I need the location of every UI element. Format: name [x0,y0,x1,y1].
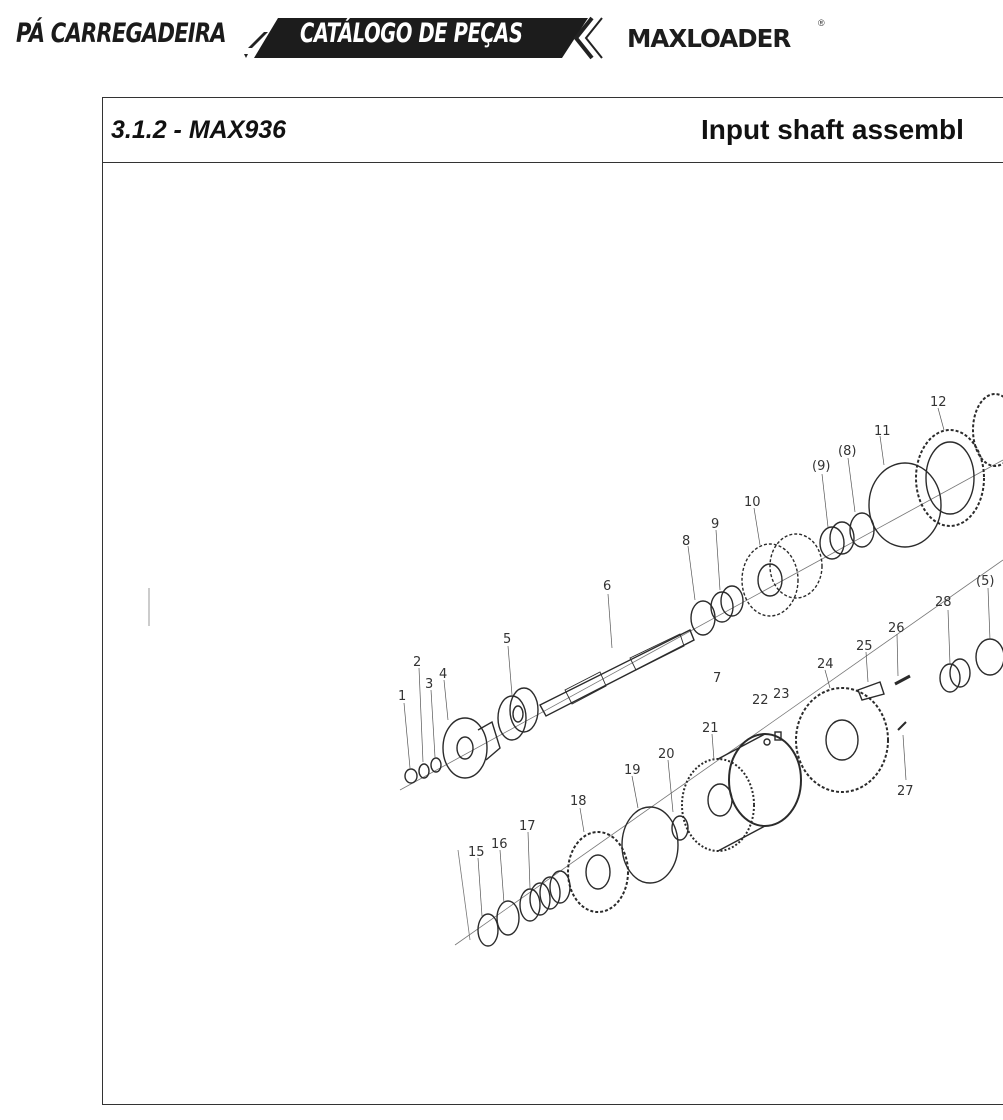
callout-11: 11 [874,424,891,439]
part-spring [519,870,571,922]
diagram-frame: 3.1.2 - MAX936 Input shaft assembl [102,97,1003,1105]
callout-27: 27 [897,784,914,799]
upper-axis-line [399,459,1003,791]
registered-mark: ® [818,18,825,28]
part-ring-gear [915,429,985,527]
part-bearing-small [710,585,744,623]
callout-2: 2 [413,655,421,670]
callout-15: 15 [468,845,485,860]
callout-22: 22 [752,693,769,708]
chevron-decoration [573,16,594,60]
title-row: 3.1.2 - MAX936 Input shaft assembl [103,98,1003,163]
part-o-ring [621,806,679,884]
callout-9: 9 [711,517,719,532]
part-lower-snap-ring [477,913,499,947]
part-input-shaft [539,629,695,717]
section-code: 3.1.2 - MAX936 [111,116,287,144]
part-retaining-ring [868,462,942,548]
callout-8-repeat: (8) [838,444,856,459]
banner-background [254,18,588,58]
callout-4: 4 [439,667,447,682]
page-title: Input shaft assembl [701,114,964,145]
brand-logo: MAXLOADER [627,24,791,53]
callout-20: 20 [658,747,675,762]
callout-6: 6 [603,579,611,594]
callout-21: 21 [702,721,719,736]
part-gear [741,533,823,617]
category-label: PÁ CARREGADEIRA [16,18,227,49]
part-nut [404,768,418,784]
part-bracket [857,681,885,701]
callout-16: 16 [491,837,508,852]
catalog-header: PÁ CARREGADEIRA CATÁLOGO DE PEÇAS MAXLOA… [0,0,1003,80]
callout-19: 19 [624,763,641,778]
callout-25: 25 [856,639,873,654]
callout-7: 7 [713,671,721,686]
callout-23: 23 [773,687,790,702]
part-clutch-drum [681,733,802,852]
callout-17: 17 [519,819,536,834]
part-flange [442,717,501,779]
callout-5: 5 [503,632,511,647]
banner-label: CATÁLOGO DE PEÇAS [300,18,523,49]
callout-10: 10 [744,495,761,510]
part-driven-gear [795,687,889,793]
callout-12: 12 [930,395,947,410]
callout-28: 28 [935,595,952,610]
callout-24: 24 [817,657,834,672]
callout-18: 18 [570,794,587,809]
callout-8: 8 [682,534,690,549]
callout-26: 26 [888,621,905,636]
callout-5-repeat: (5) [976,574,994,589]
slash-decoration-left [248,32,268,48]
callout-9-repeat: (9) [812,459,830,474]
banner-shape [244,16,603,60]
part-bearing [497,687,539,741]
callout-1: 1 [398,689,406,704]
part-lower-gear [567,831,629,913]
callout-3: 3 [425,677,433,692]
